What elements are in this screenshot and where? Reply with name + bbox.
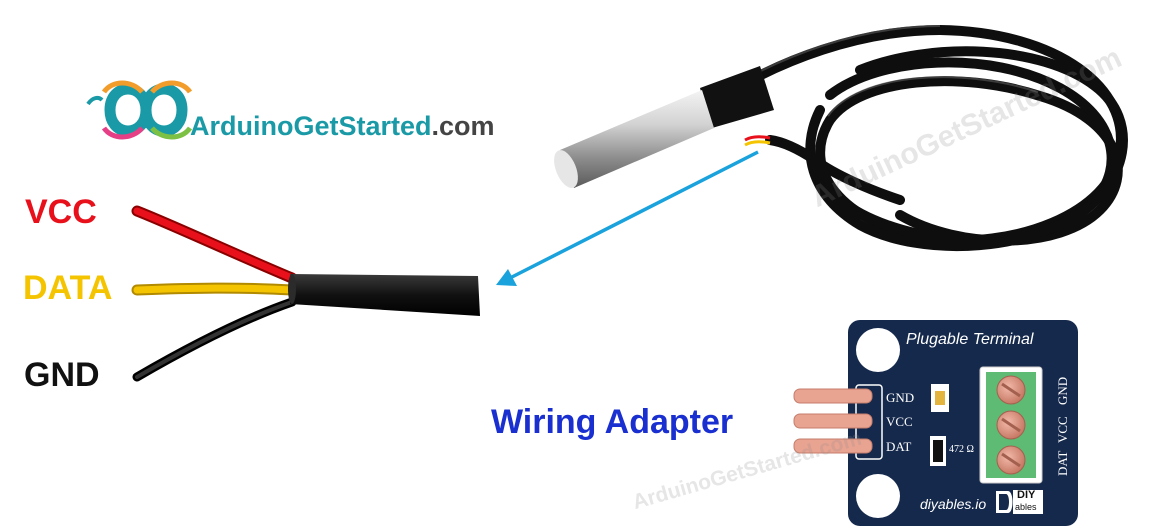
pointer-arrow bbox=[509, 150, 759, 280]
board-title: Plugable Terminal bbox=[906, 331, 1034, 348]
adapter-board bbox=[793, 320, 1078, 526]
header-pins bbox=[793, 388, 873, 454]
pin-label-right: GND bbox=[1055, 376, 1070, 405]
footer-brand: diyables.io bbox=[920, 496, 987, 512]
brand-main: ArduinoGetStarted bbox=[190, 111, 432, 141]
pin-label-right: DAT bbox=[1055, 450, 1070, 476]
screw-icons bbox=[996, 375, 1026, 475]
resistor-value: 472 Ω bbox=[949, 444, 974, 455]
pin-label-right: VCC bbox=[1055, 416, 1070, 443]
cable-sheath bbox=[290, 274, 480, 316]
pin-label-left: VCC bbox=[886, 414, 913, 429]
temperature-probe bbox=[554, 66, 774, 188]
arrow-head-icon bbox=[496, 269, 517, 286]
pin-label-left: GND bbox=[886, 390, 915, 405]
diy-logo-top: DIY bbox=[1017, 489, 1036, 501]
brand-suffix: .com bbox=[431, 111, 495, 141]
pin-label-left: DAT bbox=[886, 439, 912, 454]
vcc-label: VCC bbox=[25, 193, 97, 231]
coiled-cable bbox=[715, 24, 1128, 252]
mounting-hole bbox=[856, 474, 900, 518]
wiring-adapter-caption: Wiring Adapter bbox=[491, 403, 734, 441]
mounting-hole bbox=[856, 328, 900, 372]
data-label: DATA bbox=[23, 269, 113, 307]
diy-logo-bottom: ables bbox=[1015, 502, 1037, 512]
gnd-label: GND bbox=[24, 356, 100, 394]
arduino-logo-icon bbox=[86, 80, 193, 140]
diyables-logo bbox=[1013, 490, 1043, 514]
site-logo-text: ArduinoGetStarted.com bbox=[190, 111, 495, 142]
